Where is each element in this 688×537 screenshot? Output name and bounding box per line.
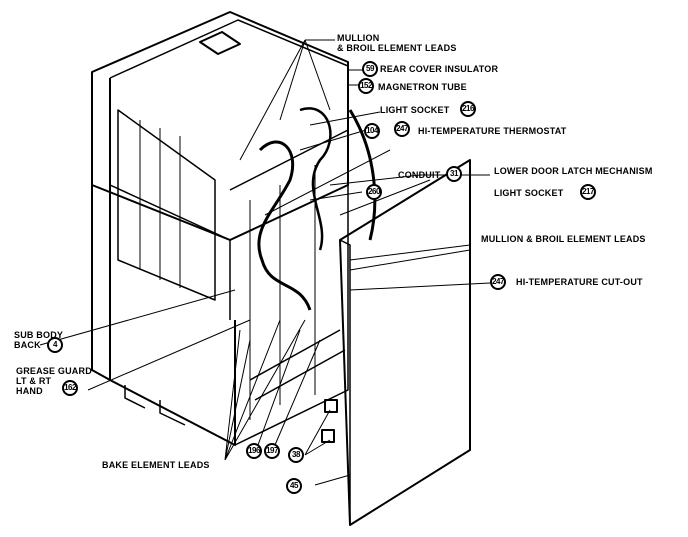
- part-38a: [324, 399, 338, 413]
- callout-162: 162: [62, 380, 78, 396]
- callout-59: 59: [362, 61, 378, 77]
- callout-45: 45: [286, 478, 302, 494]
- label-mullion-top: MULLION: [337, 33, 380, 43]
- cabinet-left-side: [91, 72, 111, 381]
- label-rear-cover-insulator: REAR COVER INSULATOR: [380, 64, 499, 74]
- cabinet-top: [91, 11, 349, 241]
- callout-196: 196: [246, 443, 262, 459]
- label-mullion-top-2: & BROIL ELEMENT LEADS: [337, 43, 457, 53]
- label-mullion-mid: MULLION & BROIL ELEMENT LEADS: [481, 234, 646, 244]
- door: [339, 159, 471, 526]
- inner-cavity: [117, 109, 216, 301]
- label-grease-guard-3: HAND: [16, 386, 43, 396]
- label-bake-element-leads: BAKE ELEMENT LEADS: [102, 460, 210, 470]
- label-conduit: CONDUIT: [398, 170, 441, 180]
- callout-4: 4: [47, 337, 63, 353]
- label-hi-temp-thermostat: HI-TEMPERATURE THERMOSTAT: [418, 126, 567, 136]
- part-38b: [321, 429, 335, 443]
- label-light-socket-mid: LIGHT SOCKET: [494, 188, 564, 198]
- label-lower-door-latch: LOWER DOOR LATCH MECHANISM: [494, 166, 653, 176]
- callout-216: 216: [460, 101, 476, 117]
- label-sub-body: SUB BODY: [14, 330, 64, 340]
- callout-197: 197: [264, 443, 280, 459]
- callout-104: 104: [364, 123, 380, 139]
- vent: [199, 31, 241, 55]
- callout-260: 260: [366, 184, 382, 200]
- label-grease-guard-2: LT & RT: [16, 376, 52, 386]
- callout-152: 152: [358, 78, 374, 94]
- rear-panel: [229, 129, 349, 446]
- callout-31: 31: [446, 166, 462, 182]
- callout-38: 38: [288, 447, 304, 463]
- label-sub-body-back: BACK: [14, 340, 41, 350]
- callout-247-cutout: 247: [490, 274, 506, 290]
- callout-247-thermostat: 247: [394, 121, 410, 137]
- label-magnetron-tube: MAGNETRON TUBE: [378, 82, 467, 92]
- label-grease-guard: GREASE GUARD: [16, 366, 92, 376]
- callout-217: 217: [580, 184, 596, 200]
- cabinet-bottom: [109, 320, 236, 446]
- label-light-socket-top: LIGHT SOCKET: [380, 105, 450, 115]
- wiring: [257, 140, 312, 311]
- label-hi-temp-cutout: HI-TEMPERATURE CUT-OUT: [516, 277, 643, 287]
